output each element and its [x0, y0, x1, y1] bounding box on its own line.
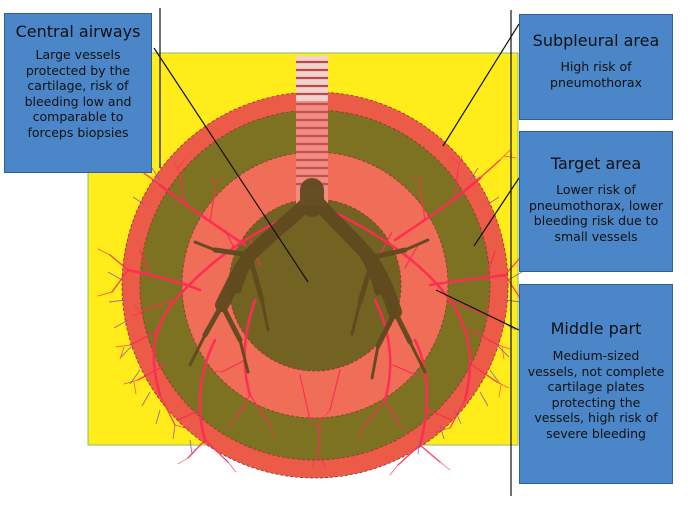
callout-target-area: Target area Lower risk of pneumothorax, … — [519, 131, 673, 272]
callout-subpleural-body: High risk of pneumothorax — [550, 59, 642, 90]
leader-lines — [153, 8, 520, 496]
callout-central-body: Large vessels protected by the cartilage… — [24, 47, 132, 140]
callout-central-airways: Central airways Large vessels protected … — [4, 13, 152, 173]
callout-target-body: Lower risk of pneumothorax, lower bleedi… — [528, 182, 664, 244]
callout-subpleural-area: Subpleural area High risk of pneumothora… — [519, 14, 673, 120]
subpleural-fringe — [107, 167, 523, 455]
leader-middle — [435, 289, 520, 331]
leader-subpleural — [442, 23, 520, 147]
callout-middle-title: Middle part — [550, 319, 642, 338]
leader-central — [153, 47, 309, 283]
callout-target-title: Target area — [550, 154, 642, 173]
bronchial-tree — [188, 178, 430, 380]
callout-central-title: Central airways — [15, 22, 141, 41]
trachea — [296, 56, 328, 206]
callout-middle-body: Medium-sized vessels, not complete carti… — [527, 348, 665, 441]
vessel-network — [97, 149, 535, 476]
callout-middle-part: Middle part Medium-sized vessels, not co… — [519, 284, 673, 484]
callout-subpleural-title: Subpleural area — [532, 31, 660, 50]
